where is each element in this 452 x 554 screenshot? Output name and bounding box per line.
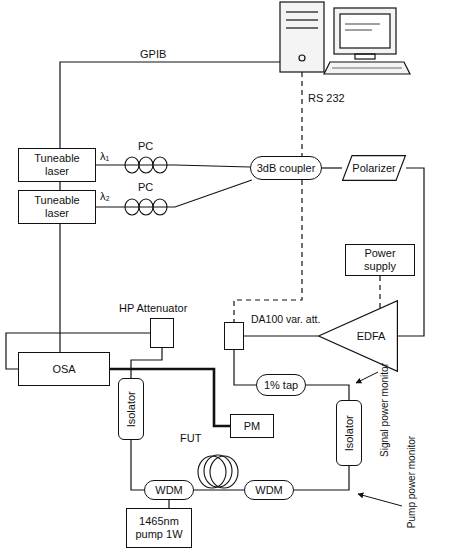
node-label: Isolator (125, 391, 138, 427)
fiber-connector (131, 348, 162, 378)
gpib-cable (59, 182, 60, 190)
fiber-connector (131, 440, 144, 490)
node-label: Polarizer (352, 162, 395, 175)
computer-tower (280, 2, 324, 72)
text-label: GPIB (140, 48, 166, 61)
laser-box: Tuneable laser (18, 148, 96, 182)
text-label: Pump power monitor (406, 436, 418, 528)
text-label: λ₁ (100, 150, 109, 163)
fiber-coil (198, 455, 238, 488)
node-label: Tuneable laser (22, 152, 92, 177)
wdm-coupler: WDM (244, 480, 294, 500)
pump-box: 1465nm pump 1W (126, 508, 192, 548)
node-label: HP Attenuator (119, 302, 187, 315)
fiber-connector (194, 489, 244, 490)
node-label: WDM (155, 484, 183, 497)
fiber-connector (234, 350, 256, 385)
attenuator-box: DA100 var. att. (224, 322, 244, 350)
wdm-coupler: WDM (144, 480, 194, 500)
tap-coupler: 1% tap (256, 374, 306, 396)
fiber-connector (96, 180, 252, 207)
text-label: FUT (180, 432, 201, 445)
text-label: RS 232 (308, 92, 345, 105)
laser-box: Tuneable laser (18, 190, 96, 224)
coupler: 3dB coupler (250, 156, 322, 180)
power-meter: PM (230, 414, 274, 438)
fiber-connector (306, 385, 349, 400)
node-label: 3dB coupler (257, 162, 316, 175)
node-label: 1465nm pump 1W (130, 515, 188, 540)
node-label: Tuneable laser (22, 194, 92, 219)
polarizer: Polarizer (342, 155, 406, 181)
node-label: PM (244, 420, 261, 433)
fiber-connector (96, 165, 250, 167)
text-label: λ₂ (100, 190, 110, 203)
node-label: OSA (52, 363, 75, 376)
text-label: Signal power monitor (379, 363, 391, 457)
isolator: Isolator (118, 378, 144, 440)
fiber-connector (379, 276, 380, 308)
node-label: Isolator (343, 415, 356, 451)
node-outline (319, 301, 398, 372)
fiber-connector (168, 500, 169, 508)
text-label: PC (138, 181, 153, 194)
rs232-cable (234, 72, 302, 322)
monitor-arrow (358, 494, 402, 506)
node-outline (343, 156, 406, 181)
node-label: DA100 var. att. (251, 313, 320, 325)
fiber-connector (322, 167, 342, 168)
analyzer-box: OSA (18, 352, 110, 386)
fiber-connector (294, 466, 349, 490)
amplifier-triangle: EDFA (318, 300, 398, 372)
node-label: EDFA (357, 330, 386, 343)
attenuator-box: HP Attenuator (150, 318, 174, 348)
computer-monitor (324, 8, 410, 74)
power-supply: Power supply (345, 244, 415, 276)
node-label: 1% tap (264, 379, 298, 392)
monitor-arrow (356, 372, 378, 383)
node-label: Power supply (349, 247, 411, 272)
fiber-connector (244, 335, 318, 336)
gpib-cable (60, 62, 280, 148)
node-label: WDM (255, 484, 283, 497)
text-label: PC (138, 140, 153, 153)
isolator: Isolator (336, 400, 362, 466)
